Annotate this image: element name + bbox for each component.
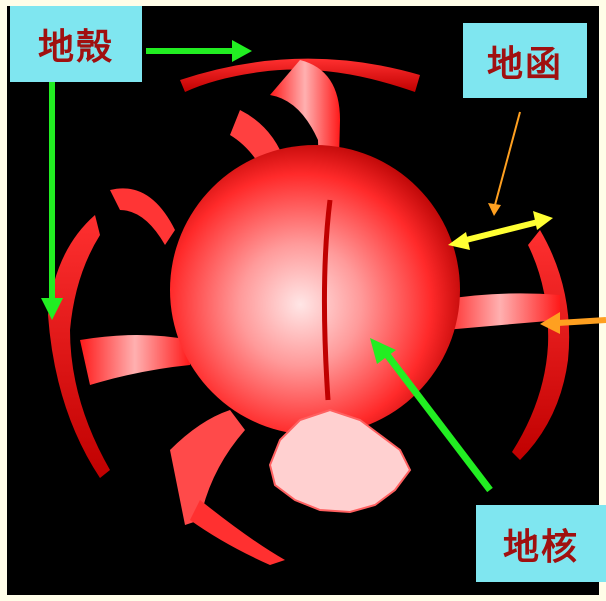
mantle-width-arrow [462,222,538,241]
mantle-label: 地函 [463,23,587,98]
mantle-pointer-head [488,203,501,216]
mantle-side-arrow [558,320,606,323]
crust-arrow-right-head [232,40,252,62]
mantle-pointer-line [495,112,520,205]
core-label: 地核 [476,505,606,582]
mantle-width-arrow-right-head [533,211,553,230]
crust-label: 地殼 [10,6,142,82]
